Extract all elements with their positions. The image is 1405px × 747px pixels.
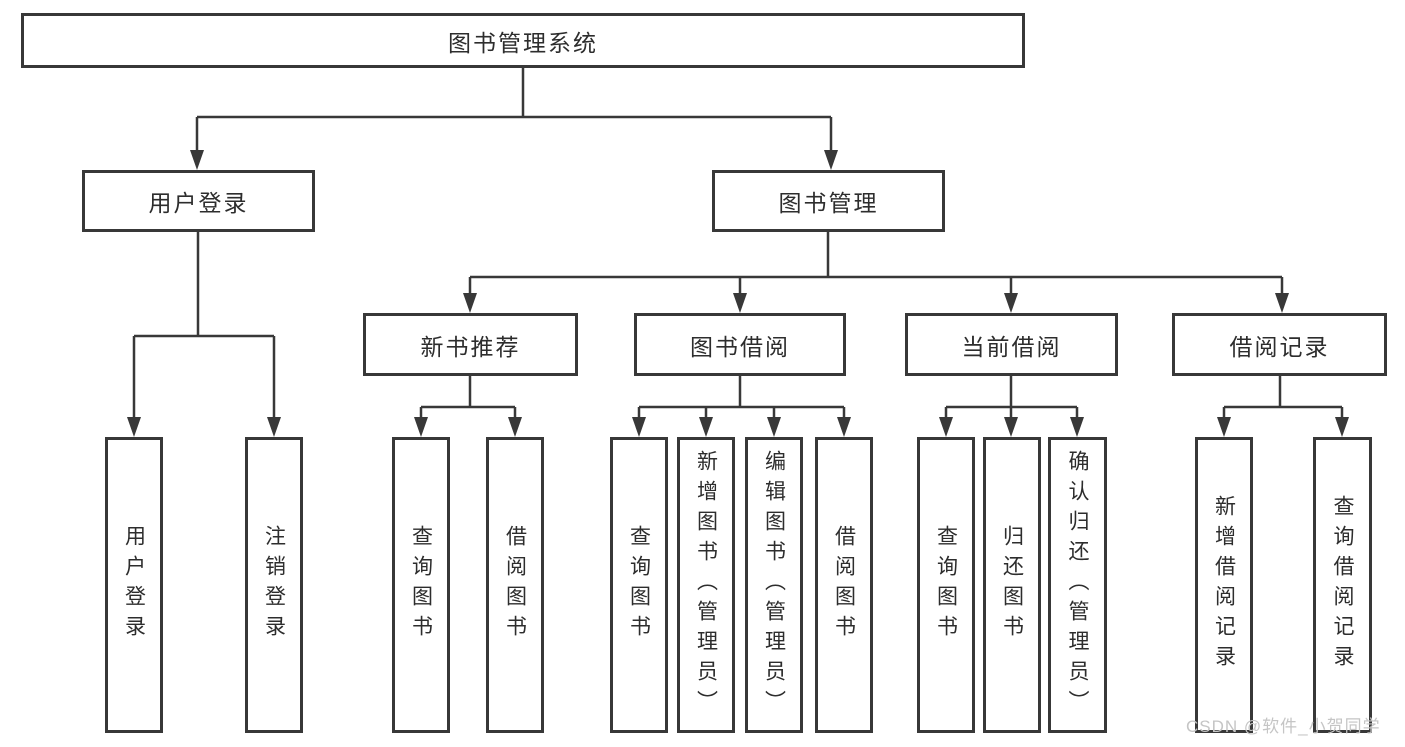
leaf-user-login: 用户登录 xyxy=(105,437,163,733)
csdn-watermark: CSDN @软件_小贺同学 xyxy=(1186,717,1381,736)
node-book-borrowing: 图书借阅 xyxy=(634,313,846,376)
node-book-management: 图书管理 xyxy=(712,170,945,232)
leaf-borrowing-add-books-admin: 新增图书（管理员） xyxy=(677,437,735,733)
node-borrowing-records: 借阅记录 xyxy=(1172,313,1387,376)
leaf-recommend-borrow-books: 借阅图书 xyxy=(486,437,544,733)
node-user-login: 用户登录 xyxy=(82,170,315,232)
leaf-recommend-query-books: 查询图书 xyxy=(392,437,450,733)
node-new-book-recommendation: 新书推荐 xyxy=(363,313,578,376)
leaf-current-query-books: 查询图书 xyxy=(917,437,975,733)
node-current-borrowing: 当前借阅 xyxy=(905,313,1118,376)
leaf-borrowing-borrow-books: 借阅图书 xyxy=(815,437,873,733)
leaf-borrowing-edit-books-admin: 编辑图书（管理员） xyxy=(745,437,803,733)
leaf-current-confirm-return-admin: 确认归还（管理员） xyxy=(1048,437,1107,733)
node-library-management-system: 图书管理系统 xyxy=(21,13,1025,68)
leaf-records-query-record: 查询借阅记录 xyxy=(1313,437,1372,733)
leaf-current-return-books: 归还图书 xyxy=(983,437,1041,733)
leaf-logout-login: 注销登录 xyxy=(245,437,303,733)
leaf-borrowing-query-books: 查询图书 xyxy=(610,437,668,733)
leaf-records-add-record: 新增借阅记录 xyxy=(1195,437,1253,733)
